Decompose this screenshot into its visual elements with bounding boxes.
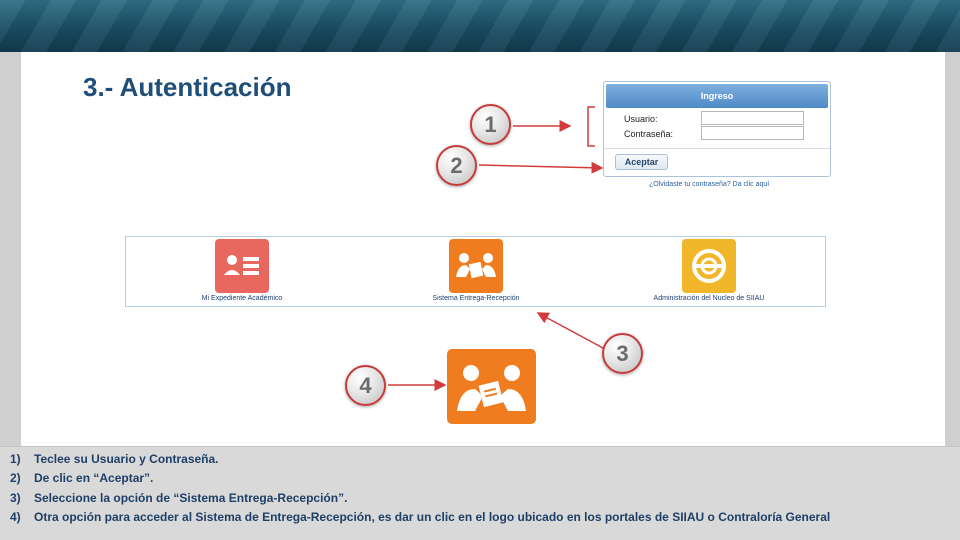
right-margin	[945, 52, 960, 446]
login-header: Ingreso	[606, 84, 828, 108]
instruction-text: Seleccione la opción de “Sistema Entrega…	[34, 491, 348, 505]
instruction-text: Otra opción para acceder al Sistema de E…	[34, 510, 831, 524]
instruction-text: Teclee su Usuario y Contraseña.	[34, 452, 219, 466]
username-input[interactable]	[701, 111, 804, 125]
instruction-number: 1)	[10, 452, 21, 466]
password-input[interactable]	[701, 126, 804, 140]
instruction-number: 2)	[10, 471, 21, 485]
instructions-panel: 1) Teclee su Usuario y Contraseña. 2) De…	[0, 446, 960, 540]
callout-badge-4: 4	[345, 365, 386, 406]
callout-badge-2: 2	[436, 145, 477, 186]
app-label-expediente[interactable]: Mi Expediente Académico	[201, 295, 283, 302]
password-label: Contraseña:	[624, 129, 674, 139]
callout-badge-3: 3	[602, 333, 643, 374]
top-banner	[0, 0, 960, 52]
login-divider	[604, 148, 830, 149]
left-margin	[0, 52, 21, 446]
handover-icon[interactable]	[449, 239, 503, 293]
siiau-admin-icon[interactable]	[682, 239, 736, 293]
username-label: Usuario:	[624, 114, 658, 124]
instruction-number: 4)	[10, 510, 21, 524]
handover-logo-large[interactable]	[447, 349, 536, 424]
forgot-password-link[interactable]: ¿Olvidaste tu contraseña? Da clic aquí	[649, 181, 770, 188]
accept-button[interactable]: Aceptar	[615, 154, 668, 170]
app-label-siiau[interactable]: Administración del Nucleo de SIIAU	[653, 295, 765, 302]
app-label-entrega[interactable]: Sistema Entrega-Recepción	[432, 295, 520, 302]
instruction-number: 3)	[10, 491, 21, 505]
instruction-text: De clic en “Aceptar”.	[34, 471, 154, 485]
callout-badge-1: 1	[470, 104, 511, 145]
page-title: 3.- Autenticación	[83, 72, 292, 102]
login-form: Ingreso Usuario: Contraseña: Aceptar	[603, 81, 831, 177]
student-record-icon[interactable]	[215, 239, 269, 293]
